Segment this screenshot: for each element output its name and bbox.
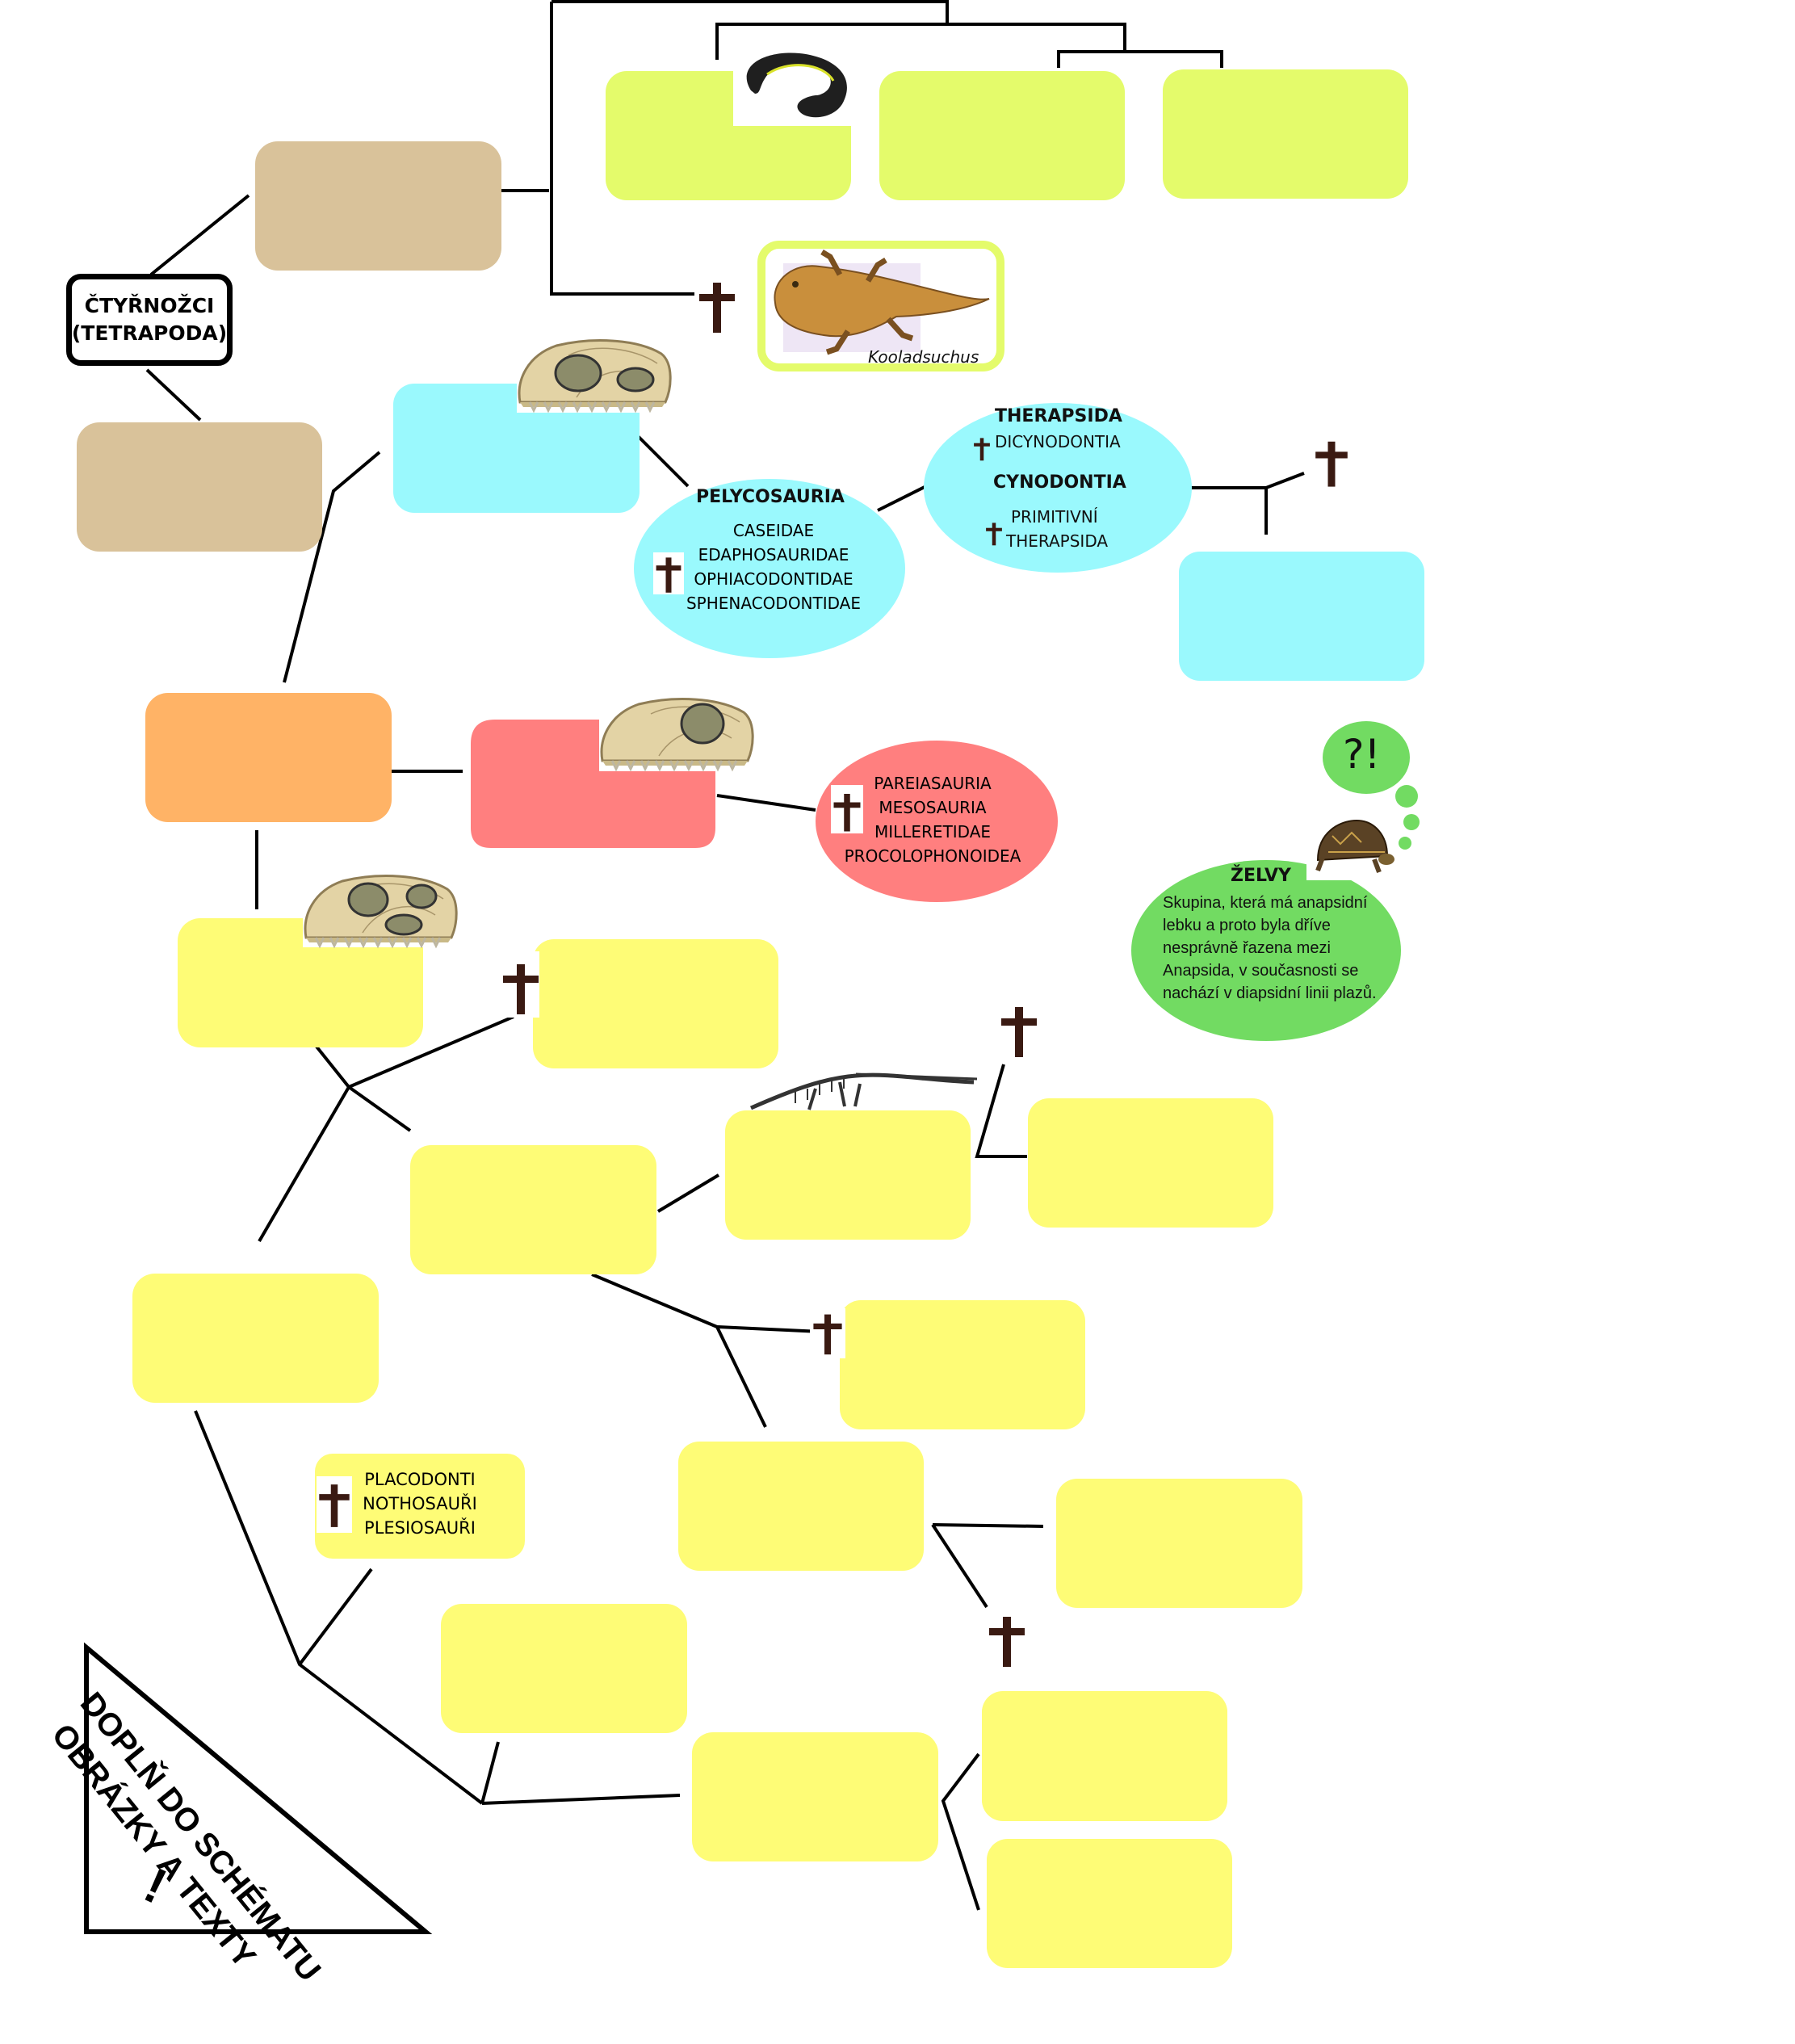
extinct-archosaur-box[interactable] bbox=[1028, 1098, 1273, 1228]
instruction-triangle bbox=[84, 1642, 433, 1934]
archosauria-box[interactable] bbox=[840, 1300, 1085, 1429]
extinct-diapsid-box[interactable] bbox=[533, 939, 778, 1068]
pelycosauria-item: CASEIDAE bbox=[732, 521, 815, 540]
ichthyosaurs-box[interactable] bbox=[441, 1604, 687, 1733]
amphibia-group bbox=[255, 48, 1408, 371]
turtles-text-line: lebku a proto byla dříve bbox=[1163, 917, 1331, 934]
extinct-cross-icon bbox=[1001, 1007, 1037, 1057]
root-title-line1: ČTYŘNOŽCI bbox=[84, 294, 215, 317]
root-title-line2: (TETRAPODA) bbox=[71, 321, 228, 345]
birds-box[interactable] bbox=[1056, 1479, 1302, 1608]
turtles-text-line: Anapsida, v současnosti se bbox=[1163, 962, 1359, 980]
parareptile-item: MILLERETIDAE bbox=[874, 822, 992, 842]
extinct-cross-icon bbox=[989, 1617, 1025, 1667]
pelycosauria-item: SPHENACODONTIDAE bbox=[686, 594, 861, 613]
turtles-text-line: nesprávně řazena mezi bbox=[1163, 939, 1331, 957]
sauropterygia-box bbox=[315, 1454, 525, 1559]
parareptilia-box[interactable] bbox=[471, 720, 715, 848]
pelycosauria-ellipse bbox=[634, 479, 905, 658]
squamata-box[interactable] bbox=[987, 1839, 1232, 1968]
sauropterygia-item: PLACODONTI bbox=[364, 1470, 476, 1489]
turtles-description: Skupina, která má anapsidní lebku a prot… bbox=[1163, 892, 1377, 1005]
archosauromorpha-box[interactable] bbox=[410, 1145, 656, 1274]
pelycosauria-item: OPHIACODONTIDAE bbox=[694, 569, 853, 589]
turtles-exclaim: ?! bbox=[1343, 731, 1381, 778]
parareptile-item: PAREIASAURIA bbox=[874, 774, 992, 793]
turtles-title: ŽELVY bbox=[1231, 866, 1291, 886]
primitive-therapsida-line1: PRIMITIVNÍ bbox=[1011, 507, 1098, 527]
root-node[interactable]: ČTYŘNOŽCI (TETRAPODA) bbox=[66, 274, 233, 366]
fossil-amphibian-caption: Kooladsuchus bbox=[868, 347, 979, 367]
turtle-image bbox=[1306, 814, 1394, 880]
salamanders-box[interactable] bbox=[1163, 69, 1408, 199]
pelycosauria-item: EDAPHOSAURIDAE bbox=[698, 545, 849, 565]
root-amniote-box[interactable] bbox=[77, 422, 322, 552]
extinct-cross-icon bbox=[699, 283, 735, 333]
lepidosauria-parent-box[interactable] bbox=[132, 1274, 379, 1403]
therapsida-title: THERAPSIDA bbox=[995, 406, 1122, 426]
turtles-ellipse bbox=[1131, 860, 1401, 1041]
synapsida-box[interactable] bbox=[393, 384, 640, 513]
anapsid-skull-image bbox=[599, 695, 754, 770]
pelycosauria-list: CASEIDAE EDAPHOSAURIDAE OPHIACODONTIDAE … bbox=[678, 518, 869, 615]
lepidosauria-box[interactable] bbox=[692, 1732, 938, 1861]
synapsida-group bbox=[77, 335, 1424, 681]
caecilian-image bbox=[733, 48, 854, 126]
sauropsida-box[interactable] bbox=[145, 693, 392, 822]
exclaim-bubble bbox=[1323, 721, 1410, 794]
synapsid-skull-image bbox=[517, 335, 672, 413]
fossil-amphibian-image bbox=[774, 249, 990, 355]
sauropterygia-item: NOTHOSAUŘI bbox=[363, 1494, 477, 1513]
primitive-therapsida-line2: THERAPSIDA bbox=[1006, 531, 1109, 551]
crocodiles-box[interactable] bbox=[678, 1442, 924, 1571]
frogs-box[interactable] bbox=[879, 71, 1125, 200]
phytosaur-box[interactable] bbox=[725, 1110, 971, 1240]
parareptile-item: PROCOLOPHONOIDEA bbox=[844, 846, 1021, 866]
pelycosauria-title: PELYCOSAURIA bbox=[696, 487, 845, 507]
parareptile-item: MESOSAURIA bbox=[879, 798, 987, 817]
sauropsida-group bbox=[145, 693, 1058, 902]
amphibia-box[interactable] bbox=[255, 141, 501, 271]
parareptiles-list: PAREIASAURIA MESOSAURIA MILLERETIDAE PRO… bbox=[840, 771, 1025, 868]
extinct-cross-icon bbox=[1315, 441, 1348, 487]
mammalia-box[interactable] bbox=[1179, 552, 1424, 681]
parareptiles-ellipse bbox=[816, 741, 1058, 902]
tuatara-box[interactable] bbox=[982, 1691, 1227, 1820]
diapsid-skull-image bbox=[303, 871, 458, 947]
turtles-text-line: nachází v diapsidní linii plazů. bbox=[1163, 984, 1377, 1002]
sauropterygia-list: PLACODONTI NOTHOSAUŘI PLESIOSAUŘI bbox=[355, 1467, 484, 1540]
diapsida-box[interactable] bbox=[178, 918, 423, 1047]
turtles-callout bbox=[1131, 721, 1420, 1041]
turtles-text-line: Skupina, která má anapsidní bbox=[1163, 894, 1368, 912]
diapsida-group bbox=[132, 871, 1302, 1968]
cynodontia-label: CYNODONTIA bbox=[993, 472, 1126, 493]
phytosaur-skeleton-image bbox=[749, 1072, 978, 1110]
dicynodontia-label: DICYNODONTIA bbox=[995, 432, 1121, 451]
sauropterygia-item: PLESIOSAUŘI bbox=[364, 1518, 476, 1538]
